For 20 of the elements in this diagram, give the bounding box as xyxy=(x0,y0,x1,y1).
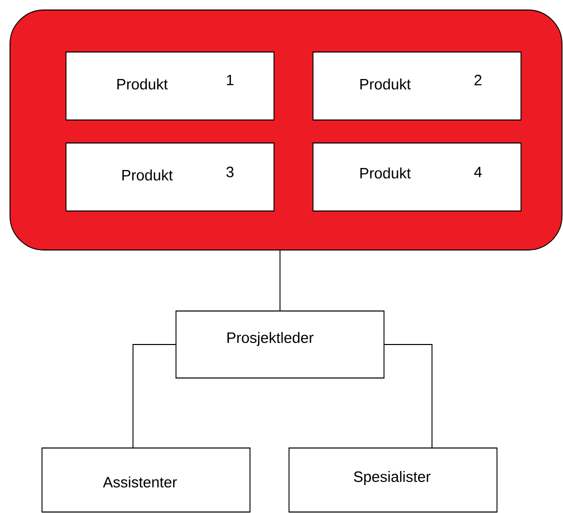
box-number: 1 xyxy=(226,74,234,86)
connector-line xyxy=(132,344,176,448)
box-label: Produkt xyxy=(122,170,173,180)
connector-line xyxy=(384,344,432,448)
box-label: Produkt xyxy=(360,78,411,90)
product-box xyxy=(66,142,274,212)
product-box xyxy=(66,52,274,120)
box-number: 2 xyxy=(474,74,482,86)
box-label: Produkt xyxy=(360,168,411,178)
box-label: Prosjektleder xyxy=(227,332,314,346)
box-label: Produkt xyxy=(117,78,168,90)
role-box xyxy=(176,310,384,378)
box-number: 4 xyxy=(474,166,482,178)
product-box xyxy=(312,52,522,120)
box-label: Spesialister xyxy=(354,471,430,485)
role-box xyxy=(42,448,250,512)
role-box xyxy=(288,448,498,512)
box-number: 3 xyxy=(226,166,234,178)
box-label: Assistenter xyxy=(102,476,177,488)
product-box xyxy=(312,142,522,212)
